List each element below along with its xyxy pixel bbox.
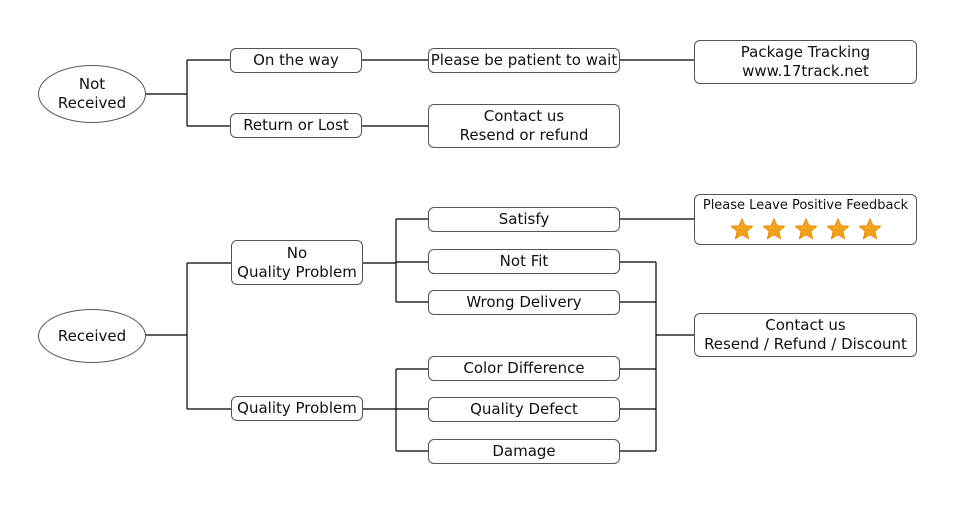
resend-or-refund-label: Resend or refund — [459, 126, 589, 144]
quality-defect-label: Quality Defect — [470, 400, 578, 418]
wrong-delivery-node: Wrong Delivery — [428, 290, 620, 315]
on-the-way-label: On the way — [253, 51, 339, 69]
satisfy-label: Satisfy — [498, 210, 550, 228]
wrong-delivery-label: Wrong Delivery — [466, 293, 582, 311]
received-node: Received — [38, 309, 146, 363]
star-icon — [794, 218, 817, 240]
not-received-label-line1: Not — [78, 75, 106, 93]
contact-us-received-label: Contact us — [765, 316, 846, 334]
resend-refund-discount-label: Resend / Refund / Discount — [704, 335, 907, 353]
return-or-lost-label: Return or Lost — [243, 116, 349, 134]
package-tracking-node: Package Tracking www.17track.net — [694, 40, 917, 84]
contact-us-label: Contact us — [483, 107, 565, 125]
not-received-label-line2: Received — [57, 94, 127, 112]
not-fit-node: Not Fit — [428, 249, 620, 274]
package-tracking-url: www.17track.net — [742, 62, 869, 80]
color-difference-node: Color Difference — [428, 356, 620, 381]
not-received-node: Not Received — [38, 65, 146, 123]
patient-wait-node: Please be patient to wait — [428, 48, 620, 73]
return-or-lost-node: Return or Lost — [230, 113, 362, 138]
color-difference-label: Color Difference — [463, 359, 585, 377]
star-icon — [730, 218, 753, 240]
patient-wait-label: Please be patient to wait — [430, 51, 618, 69]
star-icon — [826, 218, 849, 240]
damage-node: Damage — [428, 439, 620, 464]
star-rating — [730, 217, 882, 241]
received-label: Received — [57, 326, 127, 345]
star-icon — [858, 218, 881, 240]
not-fit-label: Not Fit — [499, 252, 549, 270]
quality-problem-node: Quality Problem — [231, 396, 363, 421]
no-quality-problem-node: No Quality Problem — [231, 240, 363, 285]
no-quality-problem-line2: Quality Problem — [237, 262, 357, 281]
satisfy-node: Satisfy — [428, 207, 620, 232]
positive-feedback-node: Please Leave Positive Feedback — [694, 194, 917, 245]
contact-resend-refund-node: Contact us Resend or refund — [428, 104, 620, 148]
star-icon — [762, 218, 785, 240]
no-quality-problem-line1: No — [286, 243, 308, 262]
package-tracking-label: Package Tracking — [740, 43, 871, 61]
quality-defect-node: Quality Defect — [428, 397, 620, 422]
on-the-way-node: On the way — [230, 48, 362, 73]
quality-problem-label: Quality Problem — [237, 399, 357, 417]
contact-resend-refund-discount-node: Contact us Resend / Refund / Discount — [694, 313, 917, 357]
damage-label: Damage — [492, 442, 556, 460]
positive-feedback-label: Please Leave Positive Feedback — [702, 198, 909, 213]
